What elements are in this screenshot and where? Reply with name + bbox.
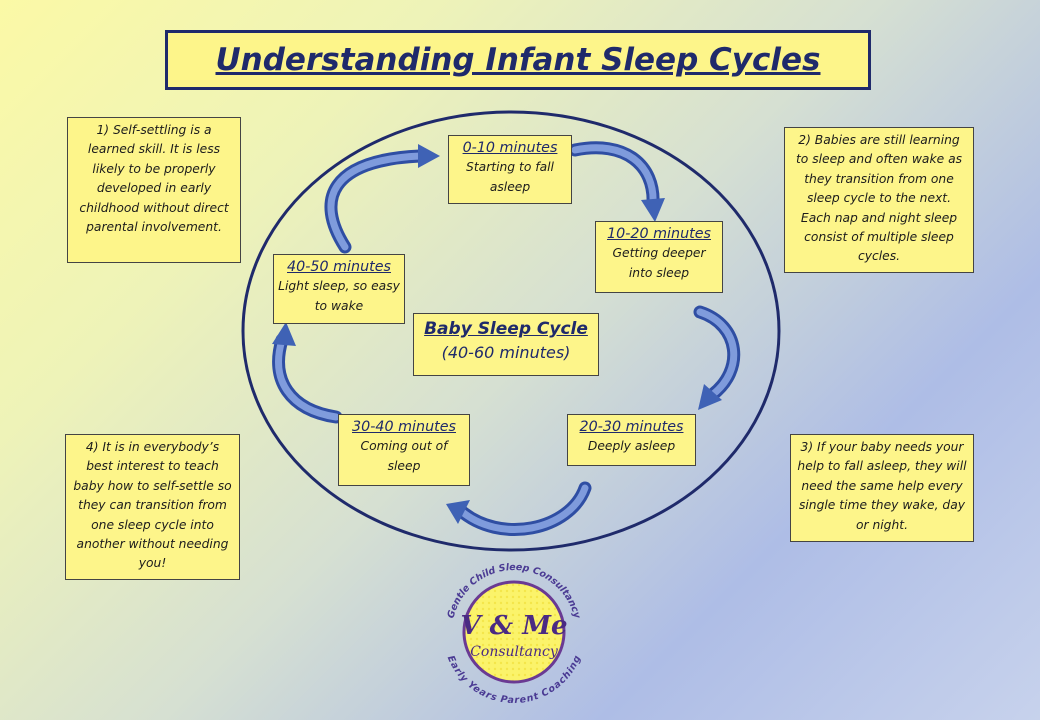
curved-arrow-icon: [693, 305, 741, 410]
curved-arrow-icon: [324, 144, 440, 254]
curved-arrow-icon: [568, 141, 665, 222]
stage-time: 40-50 minutes: [287, 259, 391, 275]
stage-desc: Getting deeper into sleep: [612, 246, 706, 280]
curved-arrow-icon: [446, 481, 592, 536]
stage-box-30-40: 30-40 minutes Coming out of sleep: [338, 414, 470, 486]
note-text: 2) Babies are still learning to sleep an…: [795, 133, 963, 264]
note-text: 4) It is in everybody’s best interest to…: [73, 440, 232, 571]
stage-box-10-20: 10-20 minutes Getting deeper into sleep: [595, 221, 723, 293]
stage-time: 20-30 minutes: [579, 419, 684, 435]
center-title: Baby Sleep Cycle: [424, 319, 588, 339]
center-subtitle: (40-60 minutes): [441, 343, 571, 362]
cycle-ellipse: [241, 110, 781, 552]
note-box-1: 1) Self-settling is a learned skill. It …: [67, 117, 241, 263]
title-banner: Understanding Infant Sleep Cycles: [165, 30, 871, 90]
stage-box-40-50: 40-50 minutes Light sleep, so easy to wa…: [273, 254, 405, 324]
stage-desc: Deeply asleep: [587, 439, 676, 453]
note-box-3: 3) If your baby needs your help to fall …: [790, 434, 974, 542]
stage-desc: Light sleep, so easy to wake: [278, 279, 400, 313]
note-box-4: 4) It is in everybody’s best interest to…: [65, 434, 240, 580]
logo-main-text: V & Me: [460, 611, 567, 641]
stage-time: 10-20 minutes: [607, 226, 711, 242]
center-label-box: Baby Sleep Cycle (40-60 minutes): [413, 313, 599, 376]
stage-desc: Coming out of sleep: [360, 439, 448, 473]
stage-box-20-30: 20-30 minutes Deeply asleep: [567, 414, 696, 466]
stage-box-0-10: 0-10 minutes Starting to fall asleep: [448, 135, 572, 204]
page-title: Understanding Infant Sleep Cycles: [215, 42, 821, 78]
curved-arrow-icon: [272, 322, 343, 424]
stage-desc: Starting to fall asleep: [466, 160, 554, 194]
consultancy-logo: Gentle Child Sleep Consultancy Early Yea…: [445, 562, 583, 706]
note-text: 1) Self-settling is a learned skill. It …: [79, 123, 229, 235]
stage-time: 30-40 minutes: [352, 419, 456, 435]
stage-time: 0-10 minutes: [462, 140, 558, 156]
note-text: 3) If your baby needs your help to fall …: [797, 440, 967, 532]
logo-sub-text: Consultancy: [470, 644, 559, 660]
note-box-2: 2) Babies are still learning to sleep an…: [784, 127, 974, 273]
